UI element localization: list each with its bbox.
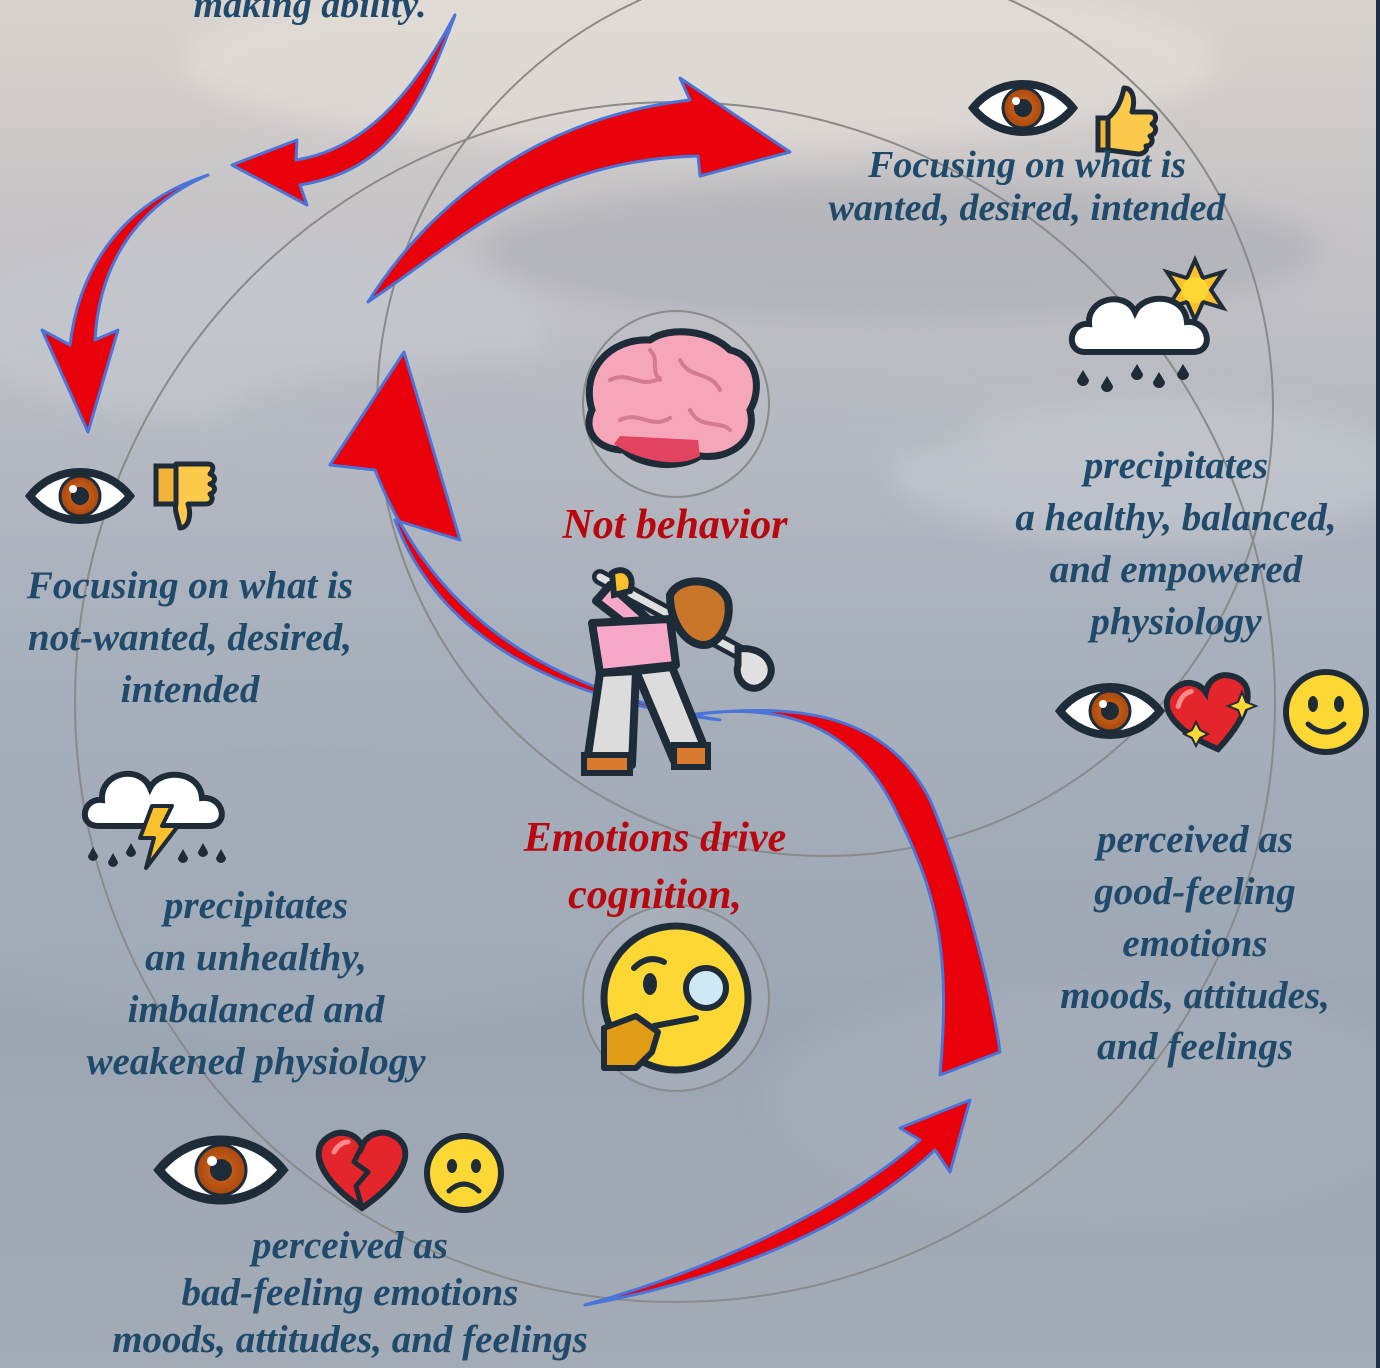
- sparkle-icon: [1181, 719, 1211, 749]
- arrow-bottom-right: [583, 1098, 972, 1307]
- top-left-fragment-label: making ability.: [193, 0, 427, 26]
- negative-focus-label: Focusing on what is not-wanted, desired,…: [26, 564, 354, 711]
- sparkling-heart-icon: [1163, 672, 1251, 753]
- arrow-left-down: [40, 173, 210, 434]
- thumbs-down-icon: [153, 461, 217, 531]
- cloud-with-lightning-and-rain-icon: [81, 770, 226, 870]
- arrow-top-right: [366, 76, 792, 304]
- eye-icon: [153, 1135, 289, 1205]
- arrow-top-left-incoming: [230, 13, 457, 207]
- thumbs-up-icon: [1095, 85, 1159, 157]
- sparkle-icon: [1225, 689, 1259, 723]
- arrow-center-up-left: [328, 350, 722, 722]
- eye-icon: [967, 80, 1079, 136]
- negative-physiology-label: precipitates an unhealthy, imbalanced an…: [86, 884, 426, 1083]
- center-top-label: Not behavior: [562, 502, 788, 548]
- cycle-arrows: [40, 13, 1002, 1307]
- sun-behind-rain-cloud-icon: [1068, 255, 1228, 392]
- face-with-monocle-icon: [600, 922, 752, 1074]
- positive-physiology-label: precipitates a healthy, balanced, and em…: [1015, 444, 1337, 643]
- golfer-icon: [581, 567, 775, 776]
- frowning-face-icon: [424, 1133, 504, 1213]
- broken-heart-icon: [315, 1129, 409, 1212]
- positive-emotions-label: perceived as good-feeling emotions moods…: [1060, 818, 1330, 1069]
- positive-focus-label: Focusing on what is wanted, desired, int…: [828, 144, 1226, 229]
- eye-icon: [24, 468, 136, 524]
- arrow-center-down-right: [688, 708, 1002, 1077]
- negative-emotions-label: perceived as bad-feeling emotions moods,…: [112, 1224, 588, 1362]
- brain-icon: [585, 328, 760, 469]
- smiling-face-icon: [1283, 669, 1369, 755]
- right-border: [1376, 0, 1380, 1368]
- center-bottom-label: Emotions drive cognition,: [523, 815, 787, 918]
- eye-icon: [1054, 683, 1166, 739]
